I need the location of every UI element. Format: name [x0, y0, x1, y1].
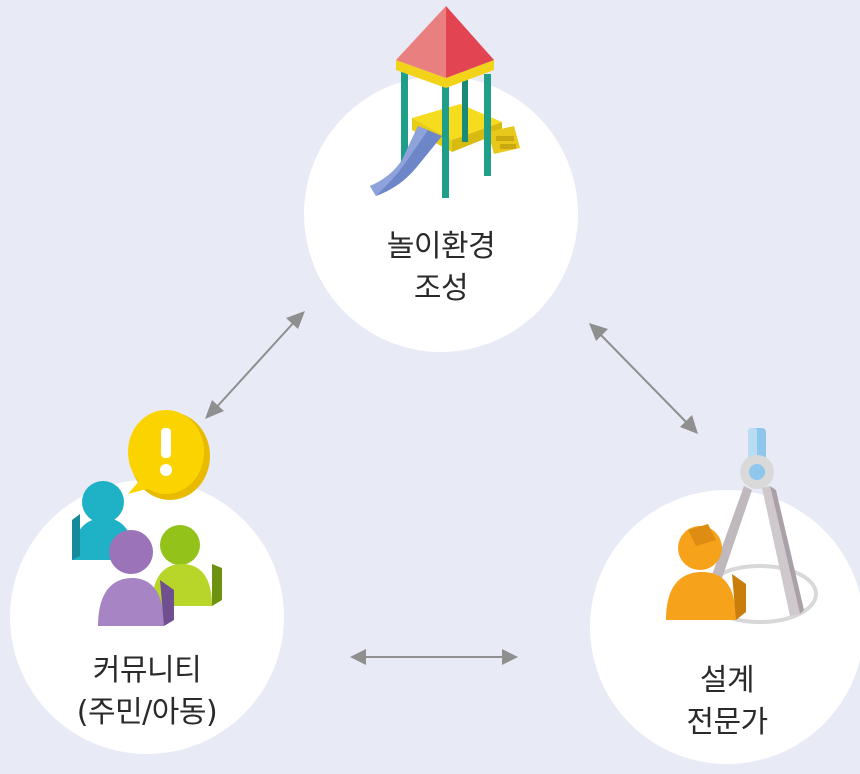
arrow-bottom [350, 649, 518, 665]
top-node-label-line2: 조성 [413, 271, 469, 306]
right-node-label: 설계 전문가 [627, 660, 827, 744]
right-node-label-line1: 설계 [699, 663, 755, 698]
right-node-circle [590, 490, 860, 764]
left-node-label: 커뮤니티 (주민/아동) [47, 650, 247, 734]
right-node-label-line2: 전문가 [686, 705, 768, 740]
top-node-label: 놀이환경 조성 [341, 226, 541, 310]
arrow-top-right [589, 323, 698, 434]
top-node-label-line1: 놀이환경 [386, 229, 496, 264]
arrow-top-left [205, 311, 305, 419]
left-node-label-line2: (주민/아동) [76, 695, 218, 730]
left-node-label-line1: 커뮤니티 [92, 653, 202, 688]
